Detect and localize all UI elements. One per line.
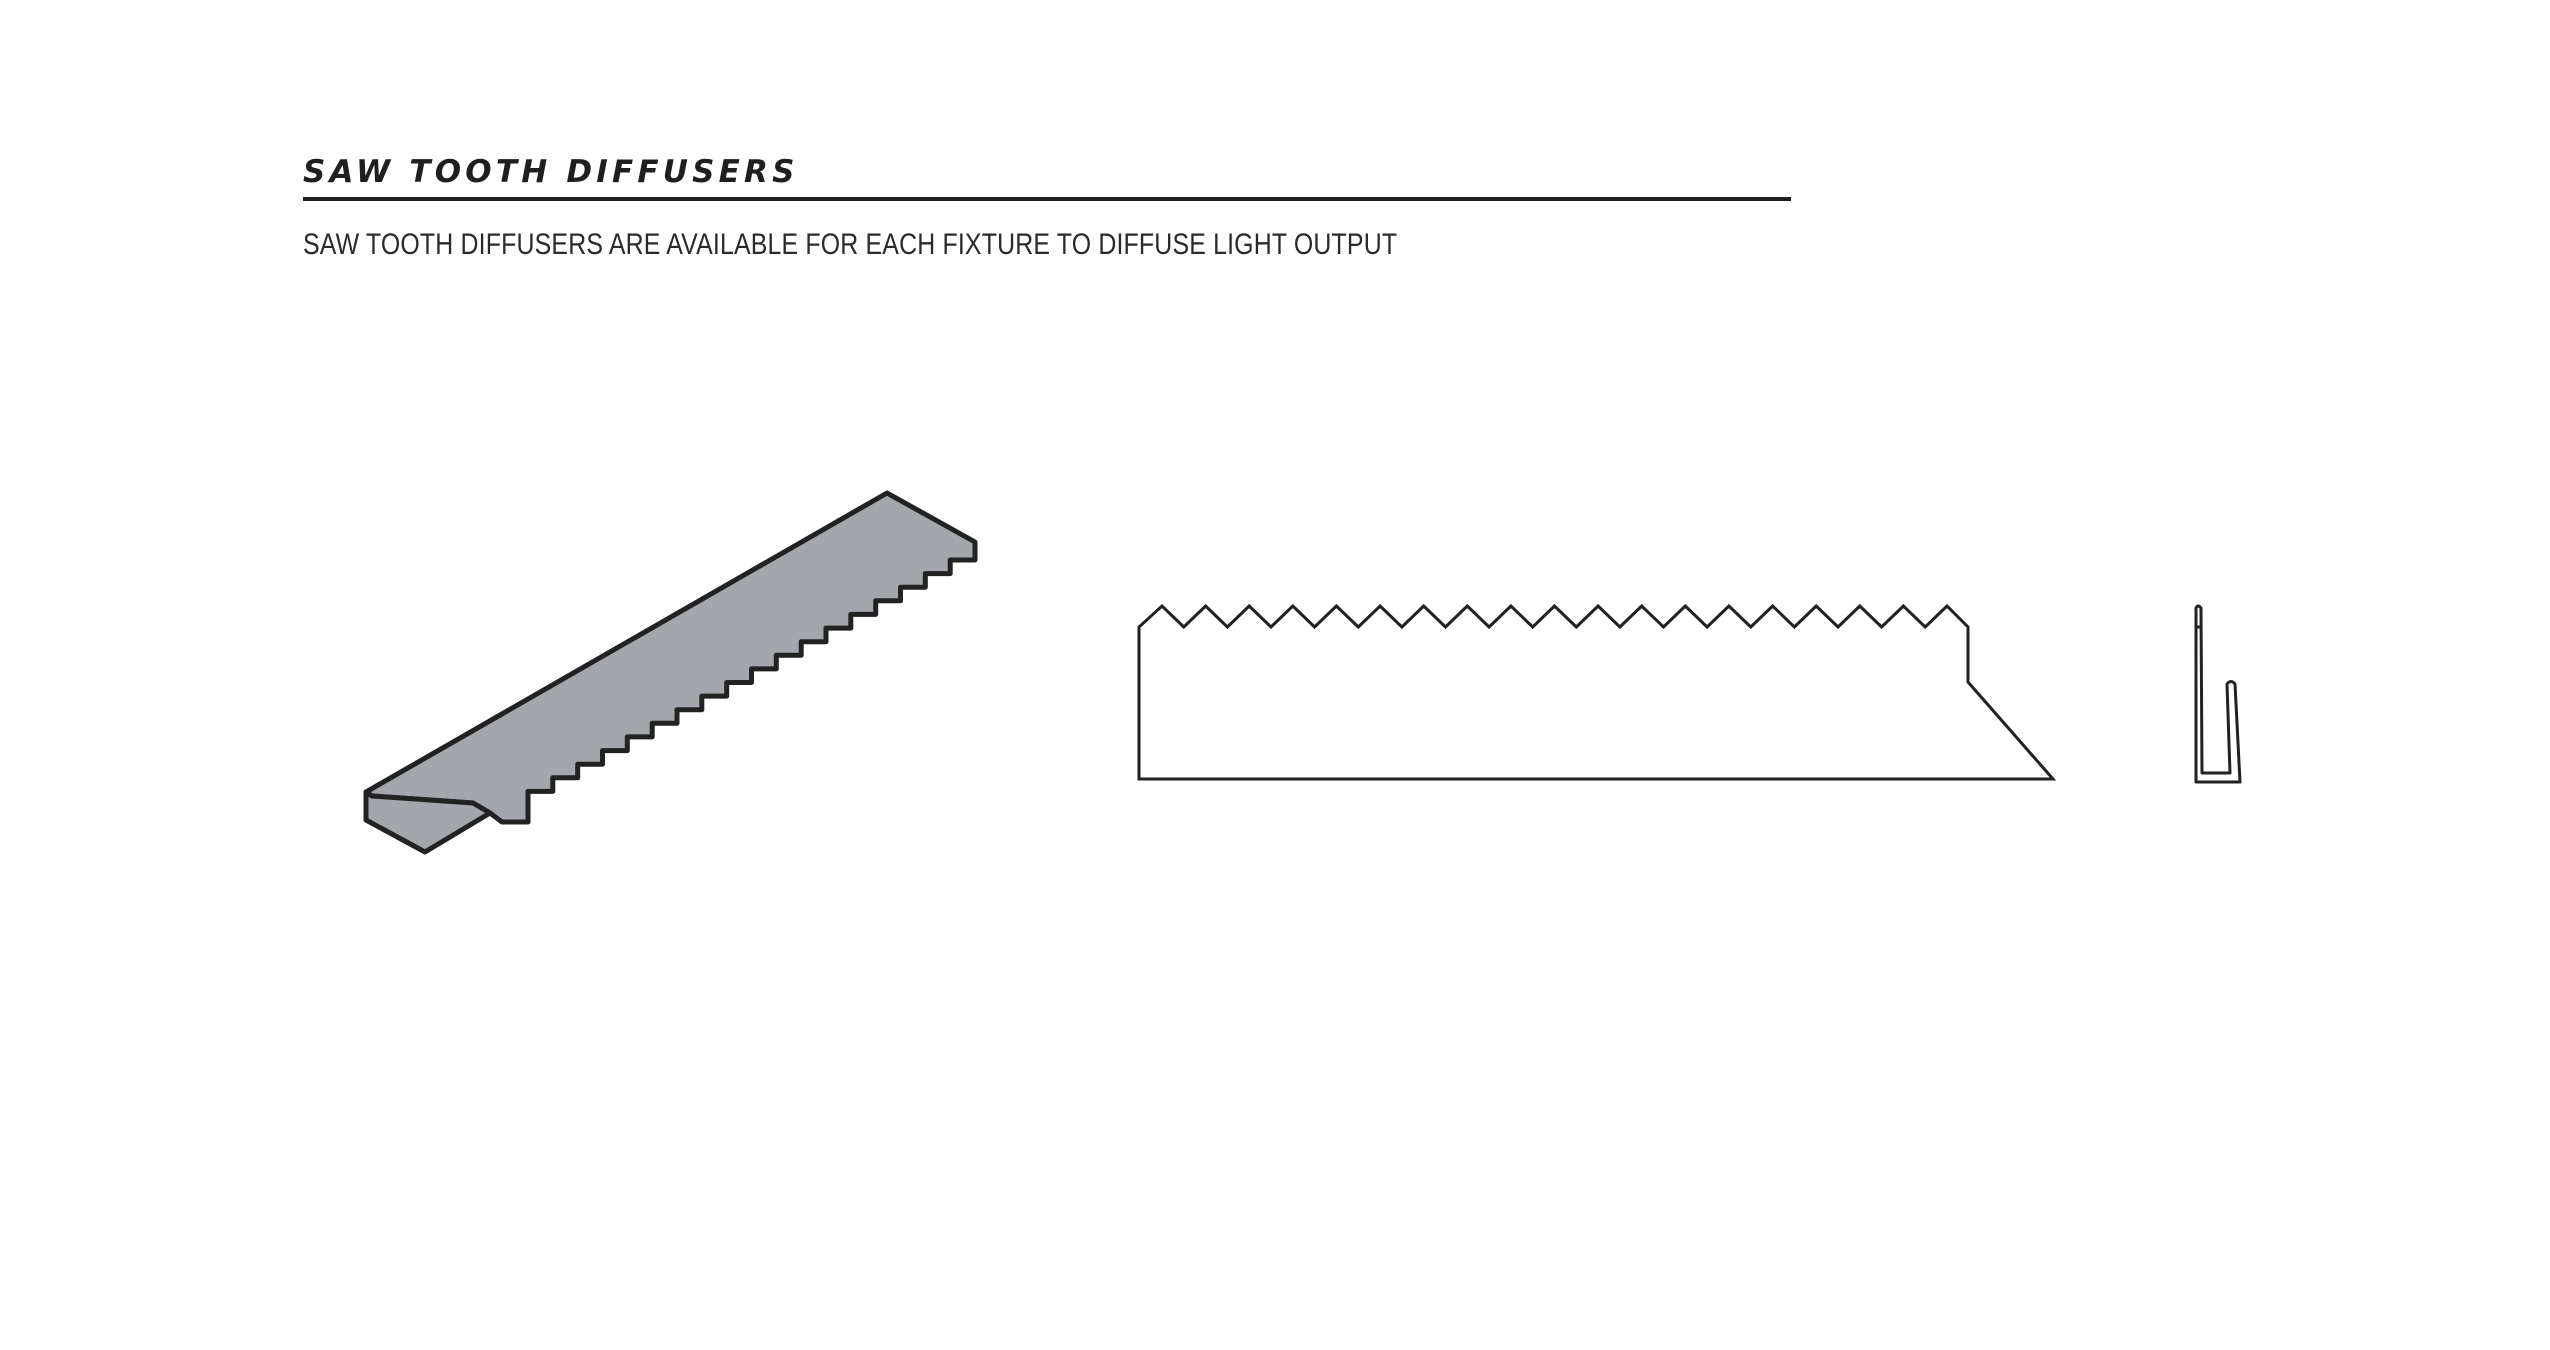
isometric-diffuser-body — [363, 490, 978, 825]
isometric-diffuser-figure — [363, 490, 978, 855]
end-profile-figure — [2194, 604, 2242, 784]
title-underline — [303, 197, 1791, 201]
isometric-fold-flap — [363, 789, 493, 855]
section-title: SAW TOOTH DIFFUSERS — [303, 154, 799, 190]
side-elevation-figure — [1137, 603, 2057, 781]
section-description: SAW TOOTH DIFFUSERS ARE AVAILABLE FOR EA… — [303, 228, 1398, 261]
